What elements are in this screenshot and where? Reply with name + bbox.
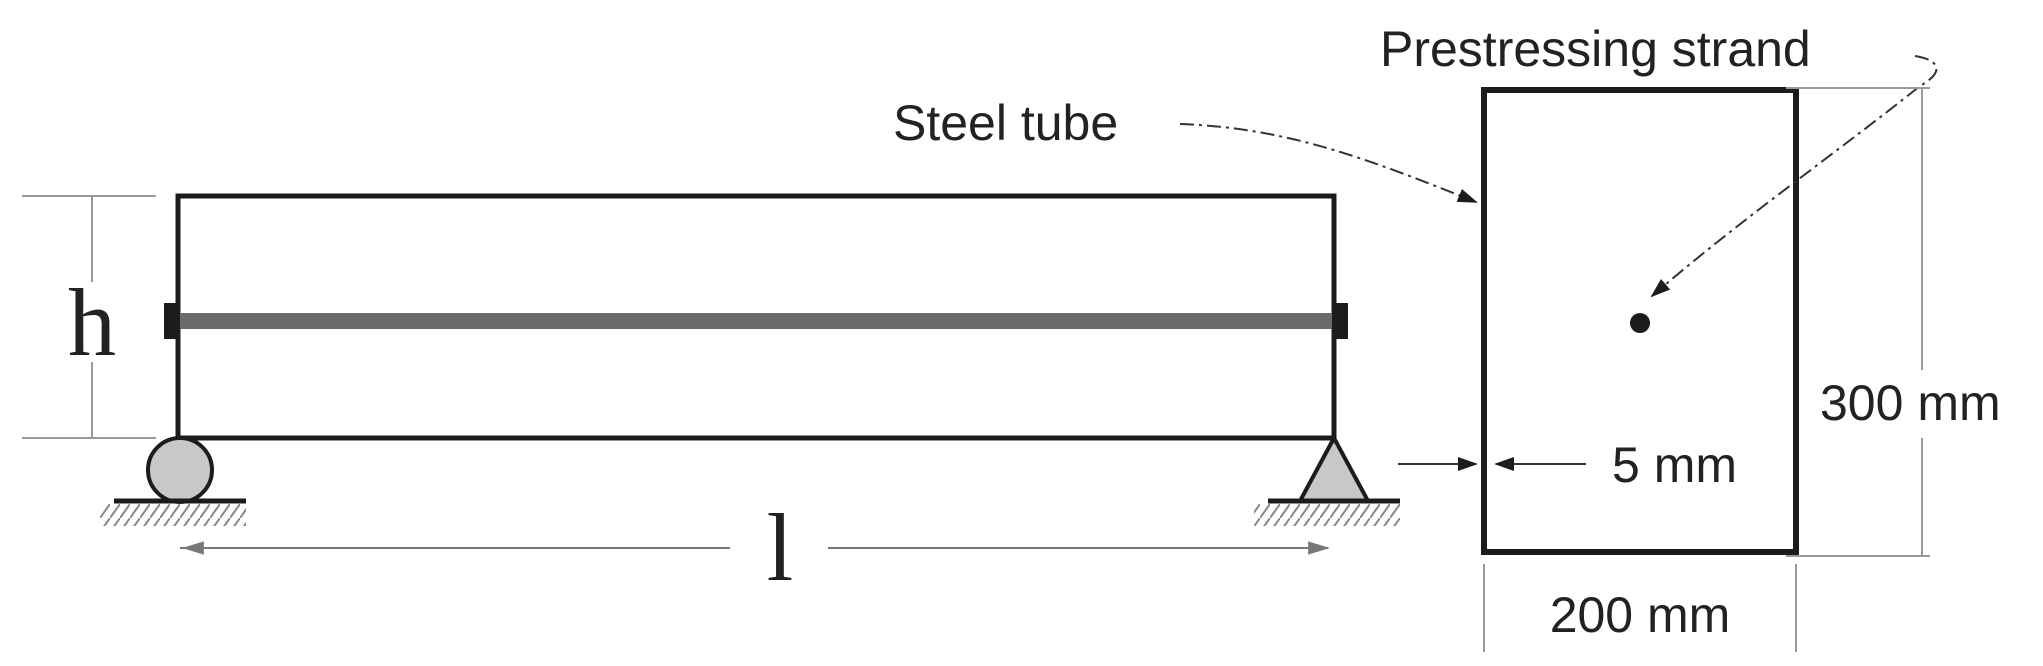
section-width-dimension: 200 mm	[1483, 564, 1797, 652]
beam	[164, 193, 1348, 441]
prestressing-strand-leader	[1650, 55, 1938, 298]
section-width-label: 200 mm	[1550, 587, 1731, 643]
pin-triangle	[1298, 436, 1370, 503]
anchorage-right	[1332, 303, 1348, 339]
section-outline	[1481, 87, 1799, 555]
length-symbol: l	[767, 494, 794, 601]
strand-dot	[1630, 313, 1650, 333]
prestressing-strand-callout: Prestressing strand	[1380, 21, 1938, 298]
thickness-dimension: 5 mm	[1398, 437, 1737, 493]
anchorage-left	[164, 303, 180, 339]
length-dimension: l	[180, 494, 1331, 601]
roller-circle	[146, 436, 214, 504]
steel-tube-label: Steel tube	[893, 95, 1118, 151]
prestressing-strand-label: Prestressing strand	[1380, 21, 1811, 77]
roller-ground-hatch	[100, 504, 246, 526]
section-height-dimension: 300 mm	[1786, 87, 2001, 557]
pin-ground-hatch	[1254, 504, 1400, 526]
height-symbol: h	[68, 269, 116, 376]
steel-tube-callout: Steel tube	[893, 95, 1478, 203]
height-dimension: h	[22, 195, 156, 439]
pin-support	[1254, 436, 1400, 526]
thickness-label: 5 mm	[1612, 437, 1737, 493]
steel-tube-leader	[1179, 123, 1478, 203]
section-height-label: 300 mm	[1820, 375, 2001, 431]
roller-support	[100, 436, 246, 526]
cross-section	[1481, 87, 1799, 555]
